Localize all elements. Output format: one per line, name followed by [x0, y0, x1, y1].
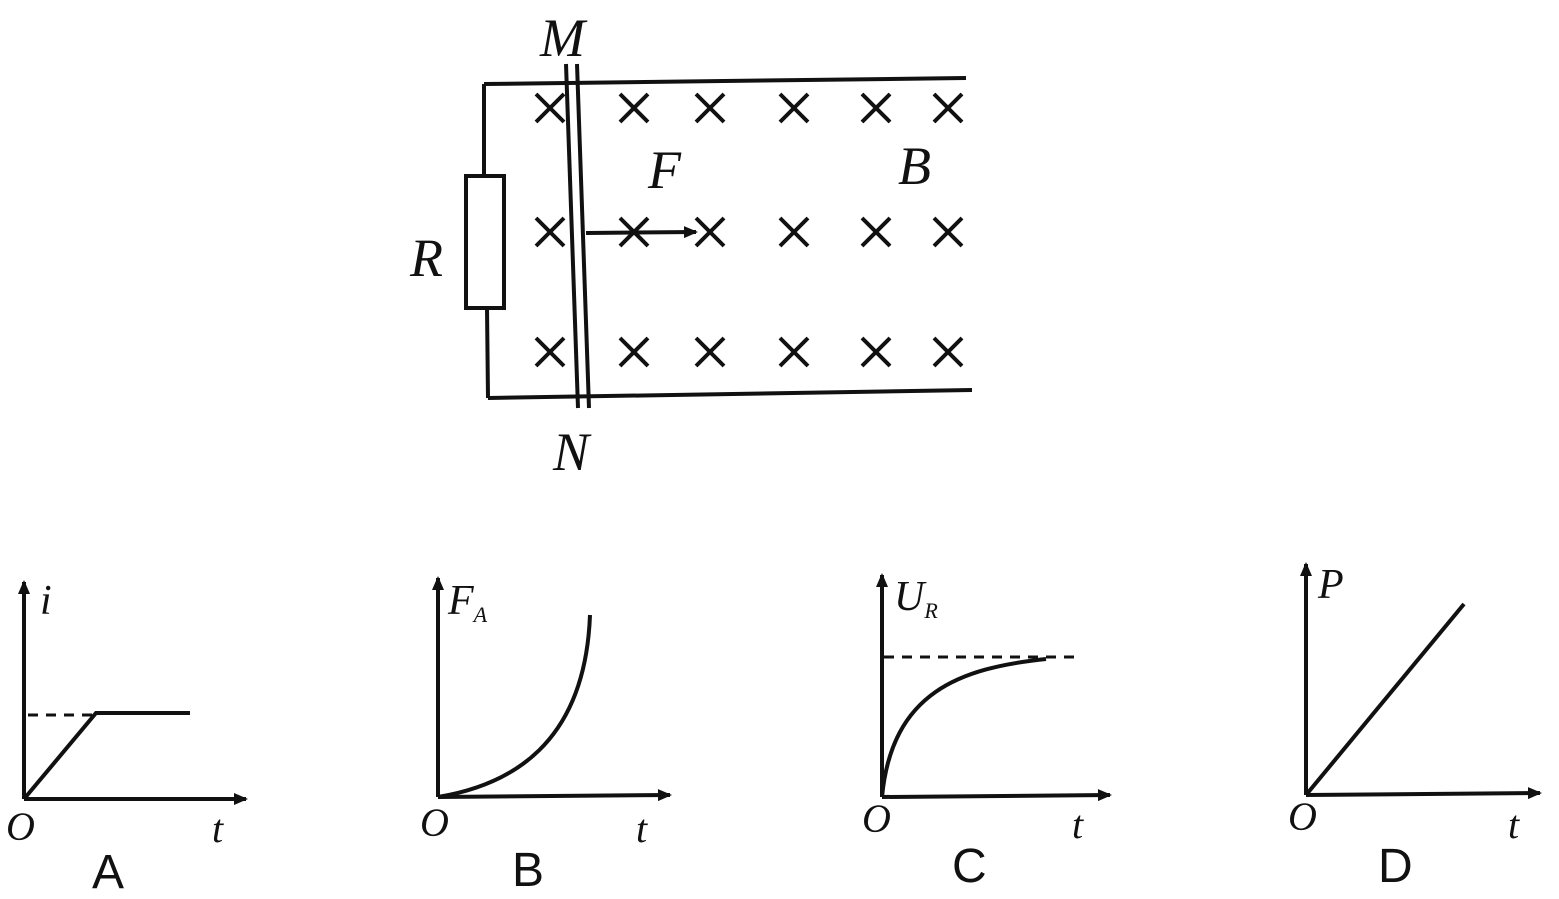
field-x-mark: [618, 92, 650, 124]
y-axis-label: P: [1317, 562, 1344, 608]
field-x-mark: [534, 216, 566, 248]
x-axis: [1305, 787, 1542, 800]
y-axis-label: FA: [447, 578, 488, 627]
rod-edge-left: [564, 63, 580, 409]
field-x-mark: [694, 92, 726, 124]
origin-label: O: [6, 804, 35, 849]
curve-ur: [880, 657, 1047, 798]
option-label: D: [1378, 840, 1413, 893]
curve-p: [1304, 602, 1466, 797]
origin-label: O: [862, 796, 891, 841]
magnetic-field-marks: [534, 92, 964, 368]
field-x-mark: [860, 336, 892, 368]
option-label: A: [92, 846, 124, 899]
option-label: C: [952, 840, 987, 893]
resistor-label: R: [409, 228, 443, 288]
curve-fa: [437, 614, 592, 799]
rod-top-label: M: [539, 8, 588, 68]
field-x-mark: [778, 92, 810, 124]
field-x-mark: [932, 336, 964, 368]
x-axis-label: t: [1508, 802, 1520, 847]
rod-bottom-label: N: [552, 422, 592, 482]
origin-label: O: [1288, 794, 1317, 839]
left-wire-bottom: [485, 307, 490, 399]
option-label: B: [512, 844, 544, 897]
y-axis-label: UR: [894, 574, 938, 623]
field-x-mark: [534, 92, 566, 124]
field-x-mark: [778, 216, 810, 248]
bottom-rail: [487, 388, 973, 400]
rod-edge-right: [575, 63, 591, 409]
graph-d: P O t D: [1288, 562, 1542, 893]
field-x-mark: [694, 336, 726, 368]
curve-i: [22, 711, 190, 801]
origin-label: O: [420, 800, 449, 845]
force-arrow: [585, 226, 698, 239]
field-x-mark: [618, 216, 650, 248]
y-axis-label: i: [40, 578, 52, 624]
x-axis: [437, 789, 672, 802]
field-x-mark: [694, 216, 726, 248]
circuit-diagram: R M N F B: [409, 8, 973, 482]
field-label: B: [898, 136, 931, 196]
force-label: F: [647, 140, 682, 200]
top-rail: [483, 76, 967, 86]
resistor: [464, 174, 506, 310]
x-axis-label: t: [1072, 802, 1084, 847]
field-x-mark: [860, 216, 892, 248]
graph-a: i O t A: [6, 578, 248, 899]
field-x-mark: [618, 336, 650, 368]
x-axis-label: t: [636, 806, 648, 851]
field-x-mark: [534, 336, 566, 368]
field-x-mark: [778, 336, 810, 368]
x-axis: [881, 789, 1112, 802]
x-axis-label: t: [212, 806, 224, 851]
graph-c: UR O t C: [862, 573, 1112, 893]
field-x-mark: [932, 92, 964, 124]
field-x-mark: [860, 92, 892, 124]
field-x-mark: [932, 216, 964, 248]
graph-b: FA O t B: [420, 576, 672, 897]
